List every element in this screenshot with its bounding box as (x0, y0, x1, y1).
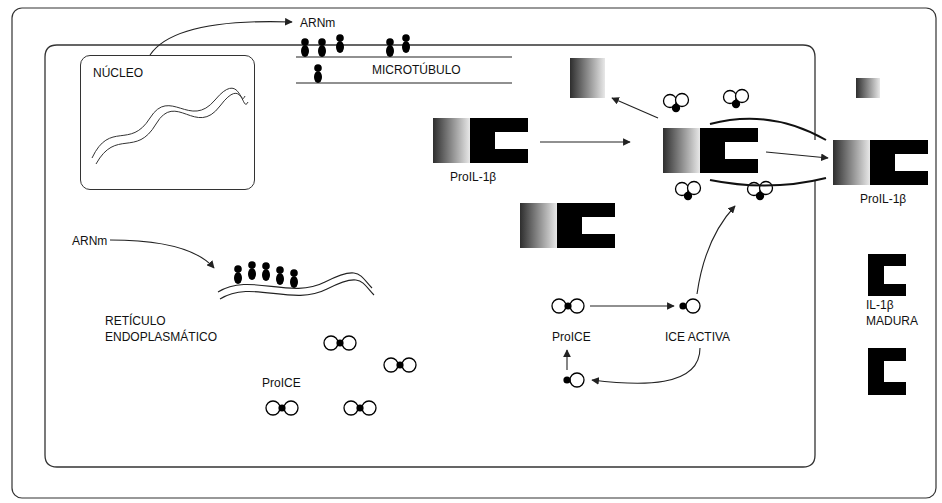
cleaved-fragment (856, 78, 880, 98)
active-ice (679, 299, 700, 313)
flow-arrow (612, 98, 658, 118)
mrna-arrow (110, 240, 214, 268)
part-label: ARNm (72, 234, 107, 250)
part-label: ICE ACTIVA (665, 330, 730, 346)
er-ribosomes (234, 261, 298, 288)
outer-border (12, 8, 936, 498)
flow-arrow (590, 305, 674, 306)
node-label: NÚCLEO (93, 66, 254, 81)
mature-il1b (868, 348, 906, 395)
part-label: ARNm (300, 16, 335, 32)
microtubule (296, 57, 512, 83)
proice-molecules (266, 336, 416, 415)
flow-arrow (697, 206, 735, 294)
proil-molecule (663, 128, 758, 173)
proice-molecule (552, 299, 584, 313)
membrane-pore (710, 178, 826, 186)
flow-arrow (566, 350, 567, 370)
part-label: ProICE (262, 376, 301, 392)
part-label: ProIL-1β (860, 192, 906, 208)
proil-molecule (433, 118, 528, 163)
proil-molecule (520, 203, 615, 248)
membrane-pore (710, 119, 826, 140)
ice-cluster (664, 90, 773, 201)
dna-strands (92, 88, 248, 164)
part-label: MICROTÚBULO (372, 63, 461, 79)
nucleus-box: NÚCLEO (80, 55, 255, 190)
part-label: ProICE (552, 330, 591, 346)
cleaved-fragment (570, 58, 605, 98)
cell-membrane (45, 45, 815, 467)
mature-il1b (868, 254, 906, 296)
part-label: RETÍCULO ENDOPLASMÁTICO (105, 314, 215, 345)
part-label: ProIL-1β (450, 170, 496, 186)
part-label: IL-1β MADURA (866, 298, 924, 329)
mrna-arrow (150, 22, 292, 55)
flow-arrow (766, 152, 828, 158)
active-ice (563, 373, 584, 387)
flow-arrow (592, 348, 700, 383)
proil-molecule (833, 140, 928, 185)
flow-arrow (540, 141, 630, 142)
